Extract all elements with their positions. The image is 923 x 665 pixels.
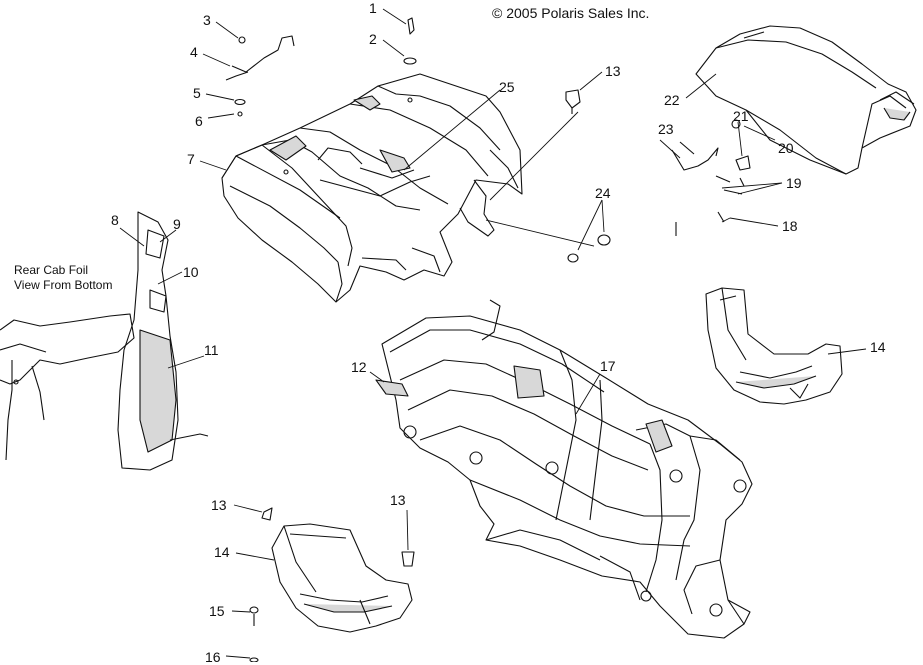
- callout-13-left: 13: [211, 497, 227, 513]
- callout-6: 6: [195, 113, 203, 129]
- callout-14-right: 14: [870, 339, 886, 355]
- inset-caption-line-2: View From Bottom: [14, 278, 113, 292]
- callout-12: 12: [351, 359, 367, 375]
- callout-21: 21: [733, 108, 749, 124]
- callout-15: 15: [209, 603, 225, 619]
- callout-25: 25: [499, 79, 515, 95]
- seat: [695, 25, 917, 175]
- callout-23: 23: [658, 121, 674, 137]
- frame: [381, 299, 753, 639]
- callout-9: 9: [173, 216, 181, 232]
- callout-2: 2: [369, 31, 377, 47]
- callout-13-top: 13: [605, 63, 621, 79]
- inset-caption-line-1: Rear Cab Foil: [14, 263, 89, 277]
- callout-19: 19: [786, 175, 802, 191]
- callout-13-mid: 13: [390, 492, 406, 508]
- callout-8: 8: [111, 212, 119, 228]
- footwell-right: [705, 287, 843, 405]
- callout-4: 4: [190, 44, 198, 60]
- callout-14-left: 14: [214, 544, 230, 560]
- callout-16: 16: [205, 649, 221, 665]
- callout-17: 17: [600, 358, 616, 374]
- callout-20: 20: [778, 140, 794, 156]
- callout-10: 10: [183, 264, 199, 280]
- callout-5: 5: [193, 85, 201, 101]
- callout-24: 24: [595, 185, 611, 201]
- callout-7: 7: [187, 151, 195, 167]
- callout-11: 11: [204, 342, 219, 358]
- callout-18: 18: [782, 218, 798, 234]
- callout-1: 1: [369, 0, 377, 16]
- rear-cab-fender: [221, 73, 523, 303]
- cab-foil-inset: [0, 211, 209, 471]
- callout-3: 3: [203, 12, 211, 28]
- leader-lines: [119, 8, 867, 659]
- copyright-notice: © 2005 Polaris Sales Inc.: [492, 5, 650, 21]
- callout-22: 22: [664, 92, 680, 108]
- footwell-left: [271, 523, 413, 633]
- hardware: [225, 17, 751, 662]
